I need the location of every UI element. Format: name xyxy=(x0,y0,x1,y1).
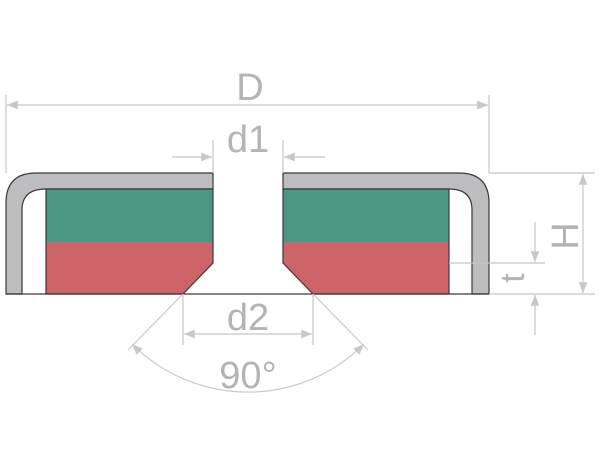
label-angle: 90° xyxy=(219,355,276,397)
magnet-north-right xyxy=(283,189,449,242)
magnet-outline-left xyxy=(45,188,214,295)
angle-arc xyxy=(131,343,365,393)
label-D: D xyxy=(236,67,263,109)
label-H: H xyxy=(545,222,587,249)
label-t: t xyxy=(494,273,532,283)
magnet-south-left xyxy=(46,242,213,294)
magnet-north-left xyxy=(46,189,213,242)
label-d2: d2 xyxy=(227,297,269,339)
magnet-south-right xyxy=(283,242,449,294)
label-d1: d1 xyxy=(227,119,269,161)
